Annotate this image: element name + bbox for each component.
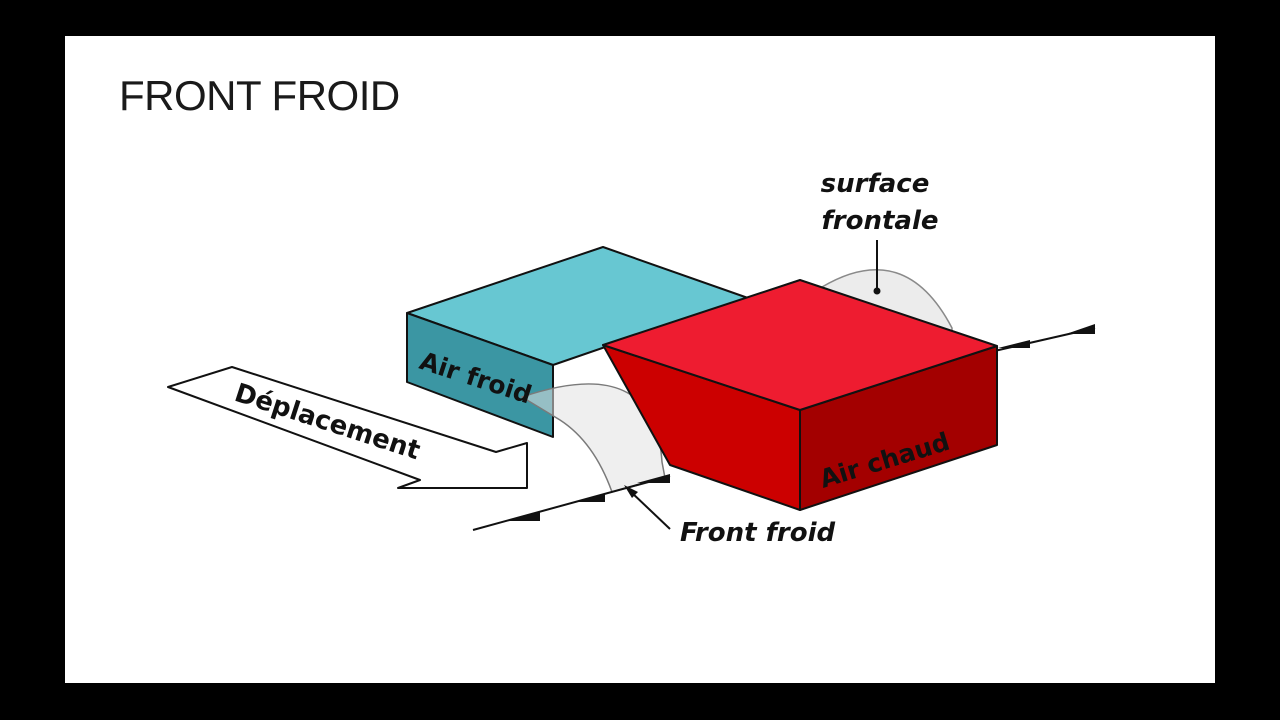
label-surface-line1: surface (821, 169, 930, 199)
cold-air-front (406, 312, 554, 438)
front-line-back (989, 324, 1096, 353)
slide-title: FRONT FROID (119, 72, 400, 119)
front-froid-leader (624, 485, 671, 530)
frontal-surface-front (520, 383, 666, 493)
frontal-surface-back (820, 268, 953, 337)
front-line-front (472, 474, 671, 531)
warm-air-block (602, 279, 998, 511)
deplacement-arrow (167, 366, 528, 489)
label-front-froid: Front froid (680, 518, 835, 548)
surface-frontale-leader (873, 240, 881, 295)
label-surface-line2: frontale (821, 206, 938, 236)
warm-air-top (602, 279, 998, 411)
cold-air-block (406, 246, 749, 438)
